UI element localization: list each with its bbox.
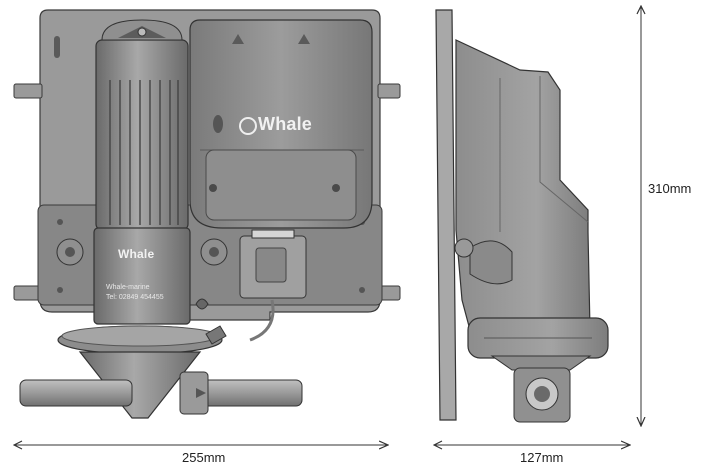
pump-website-text: Whale-marine <box>106 284 150 291</box>
depth-dimension-label: 127mm <box>520 450 564 465</box>
cooling-fins <box>109 80 179 225</box>
inlet-pipe-left <box>19 379 133 407</box>
pump-housing <box>93 227 191 325</box>
side-upper-housing <box>455 39 591 331</box>
pump-phone-text: Tel: 02849 454455 <box>106 294 164 301</box>
front-view <box>13 9 401 419</box>
mounting-tab-left-top <box>13 83 43 99</box>
whale-logo-icon <box>239 117 257 135</box>
side-view <box>435 9 609 423</box>
mounting-tab-right-top <box>377 83 401 99</box>
width-dimension-label: 255mm <box>182 450 226 465</box>
pump-logo: Whale <box>118 247 155 261</box>
control-box-logo: Whale <box>258 114 313 134</box>
side-backplate <box>435 9 457 421</box>
height-dimension-label: 310mm <box>648 181 692 196</box>
